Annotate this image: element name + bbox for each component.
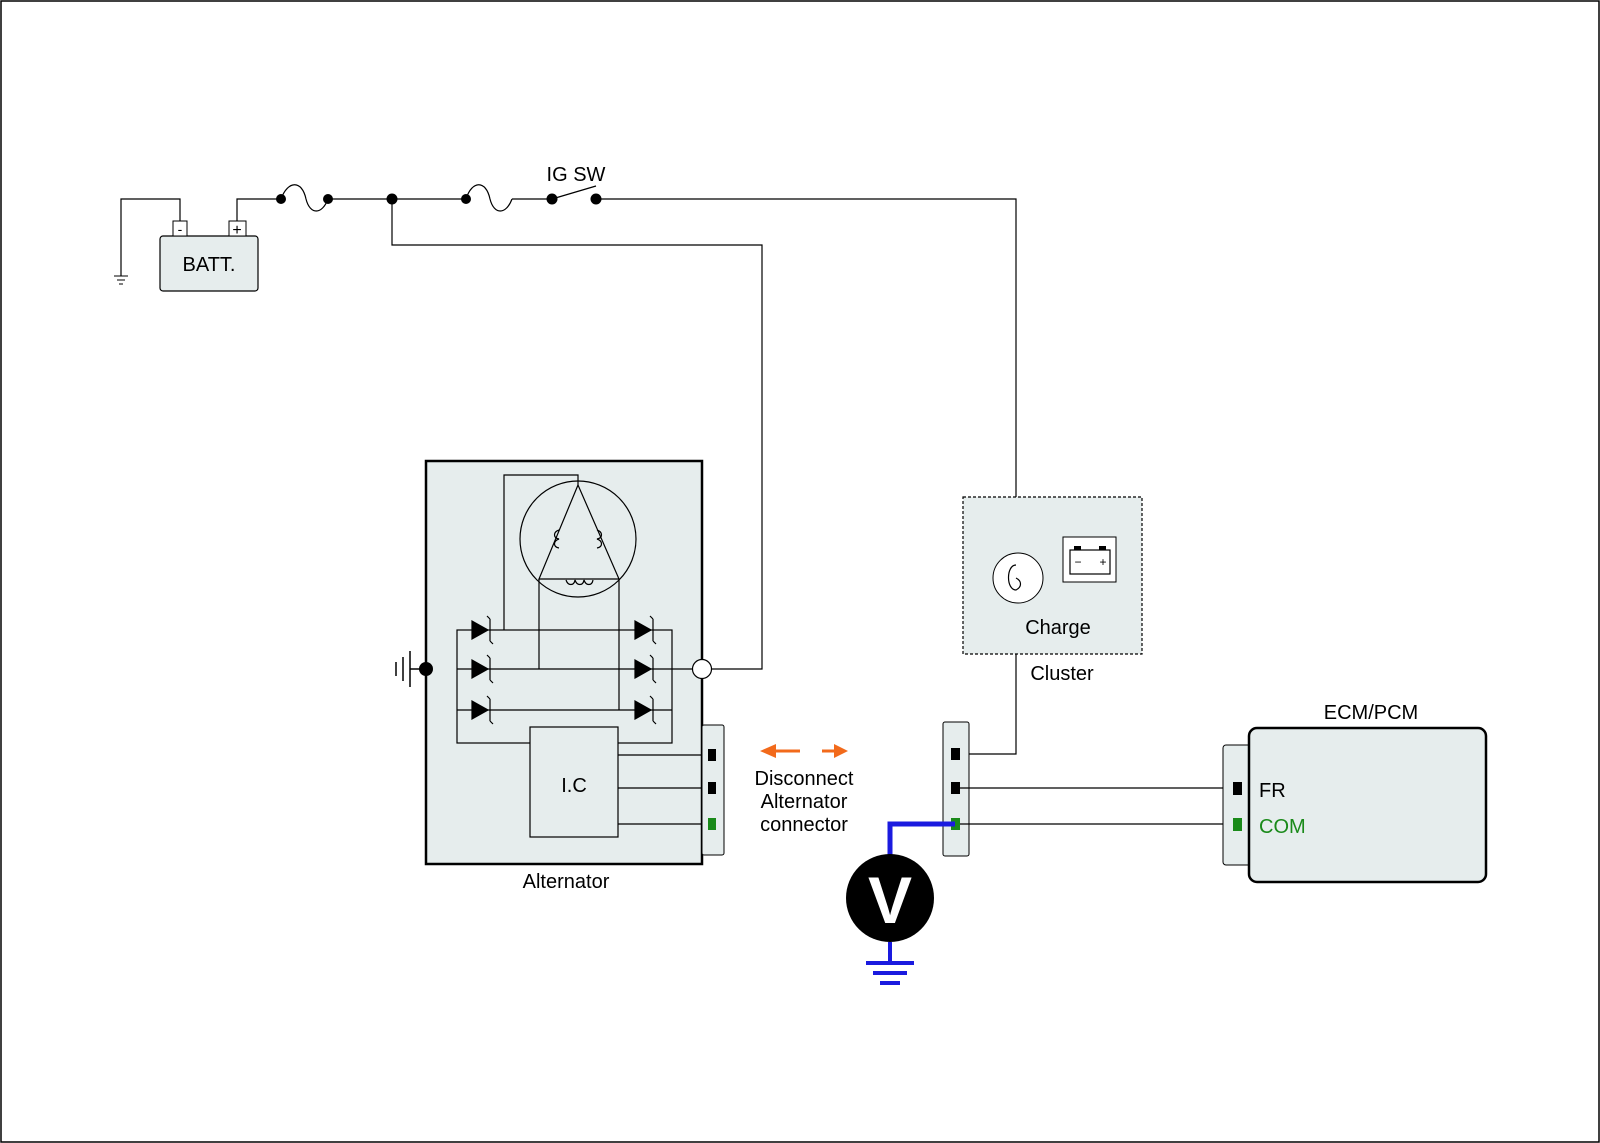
alternator-connector [701,724,725,856]
disconnect-note-line1: Disconnect [755,768,854,790]
alternator-ground-node [419,662,433,676]
diode-icon [634,654,657,684]
lamp-filament [1007,564,1022,591]
ecm-pin-fr: FR [1259,780,1286,802]
ig-switch-label: IG SW [547,164,606,186]
ecm-pin-com: COM [1259,816,1306,838]
switch-icon [551,185,597,200]
voltmeter-icon: V [846,854,934,942]
battery-pos-sign: + [232,222,241,239]
battery: BATT. - + [159,220,259,292]
stator-lead-a [503,474,579,630]
cluster: − + Charge [962,496,1143,655]
battery-pos-wire [236,198,281,221]
battery-label: BATT. [183,254,236,276]
rectifier-diodes [471,615,657,725]
battery-warning-icon: − + [1062,536,1117,583]
diode-icon [634,615,657,645]
charge-icon-pos: + [1099,555,1106,569]
voltmeter-probe-lead [887,821,955,856]
fuse-icon [280,184,329,212]
lamp-icon [992,552,1044,604]
charge-label: Charge [1025,617,1091,639]
voltmeter-label: V [868,863,912,937]
double-arrow-icon [760,744,848,758]
ground-icon [114,275,128,285]
ecm-module: FR COM [1222,726,1488,884]
ic-box [529,726,619,838]
battery-ground-wire [120,198,181,276]
disconnect-note-line2: Alternator [761,791,848,813]
diode-icon [471,654,494,684]
alternator: I.C [424,459,713,866]
alternator-bplus-wire [391,199,763,670]
diode-icon [471,695,494,725]
ecm-label: ECM/PCM [1324,702,1418,724]
diode-icon [634,695,657,725]
ground-icon [866,942,914,985]
diode-icon [471,615,494,645]
ground-icon [395,651,426,687]
alternator-bplus-terminal [691,658,713,680]
charge-icon-neg: − [1074,555,1081,569]
fuse-icon [465,184,513,212]
harness-connector [942,721,970,857]
disconnect-note-line3: connector [760,814,848,836]
ic-label: I.C [561,775,587,797]
cluster-label: Cluster [1030,663,1094,685]
alternator-label: Alternator [523,871,610,893]
battery-neg-sign: - [178,221,183,237]
ig-to-cluster-wire [596,198,1017,755]
